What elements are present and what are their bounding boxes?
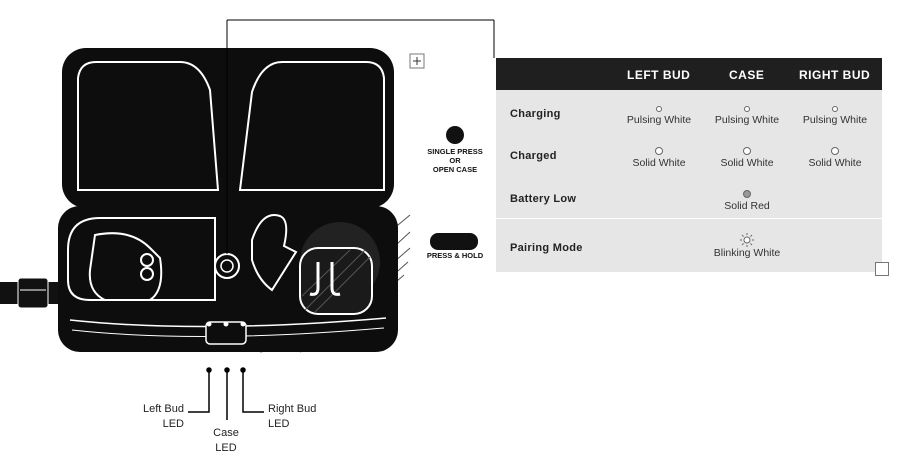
row-label-battery-low: Battery Low [510, 193, 577, 205]
row-label-charged: Charged [510, 150, 557, 162]
press-hold-label: PRESS & HOLD [426, 251, 484, 260]
cable-icon [0, 277, 60, 309]
cell-charging-right: Pulsing White [785, 106, 885, 126]
led-status-table: LEFT BUD CASE RIGHT BUD Charging Pulsing… [496, 58, 882, 272]
row-label-pairing-mode: Pairing Mode [510, 242, 583, 254]
right-bud-led-label: Right Bud LED [268, 403, 317, 430]
case-led-label: Case LED [213, 427, 239, 454]
table-divider [496, 218, 882, 219]
resize-handle-icon[interactable] [875, 262, 889, 276]
case-button-icon [214, 253, 240, 279]
header-case: CASE [729, 68, 765, 82]
header-left-bud: LEFT BUD [627, 68, 691, 82]
table-header: LEFT BUD CASE RIGHT BUD [496, 58, 882, 90]
cell-charged-right: Solid White [785, 147, 885, 169]
row-label-charging: Charging [510, 108, 561, 120]
cell-charging-case: Pulsing White [697, 106, 797, 126]
single-press-label: SINGLE PRESS OR OPEN CASE [427, 147, 483, 174]
move-handle-icon [409, 53, 425, 69]
left-bud-led-label: Left Bud LED [143, 403, 184, 430]
cell-pairing-mode-case: Blinking White [697, 233, 797, 259]
charging-case-illustration [0, 19, 495, 420]
cell-charged-left: Solid White [609, 147, 709, 169]
cell-charging-left: Pulsing White [609, 106, 709, 126]
header-right-bud: RIGHT BUD [799, 68, 871, 82]
cell-charged-case: Solid White [697, 147, 797, 169]
cell-battery-low-case: Solid Red [697, 190, 797, 212]
blinking-light-icon [740, 233, 754, 247]
